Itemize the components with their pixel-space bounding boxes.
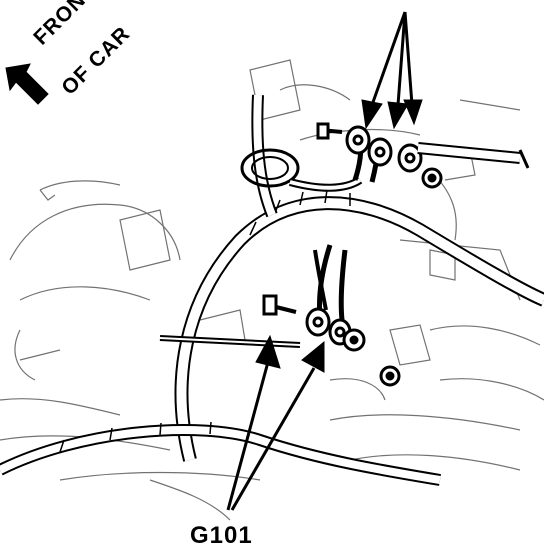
upper-callout-arrows — [361, 11, 423, 130]
g101-callout-arrows — [226, 334, 325, 511]
g101-ground-terminals — [159, 244, 401, 387]
upper-ground-terminals — [316, 122, 530, 189]
g101-callout-label: G101 — [190, 522, 253, 549]
front-direction-arrow-icon — [5, 63, 49, 105]
wiring-harness — [0, 94, 544, 486]
engine-background-outline — [0, 59, 544, 521]
